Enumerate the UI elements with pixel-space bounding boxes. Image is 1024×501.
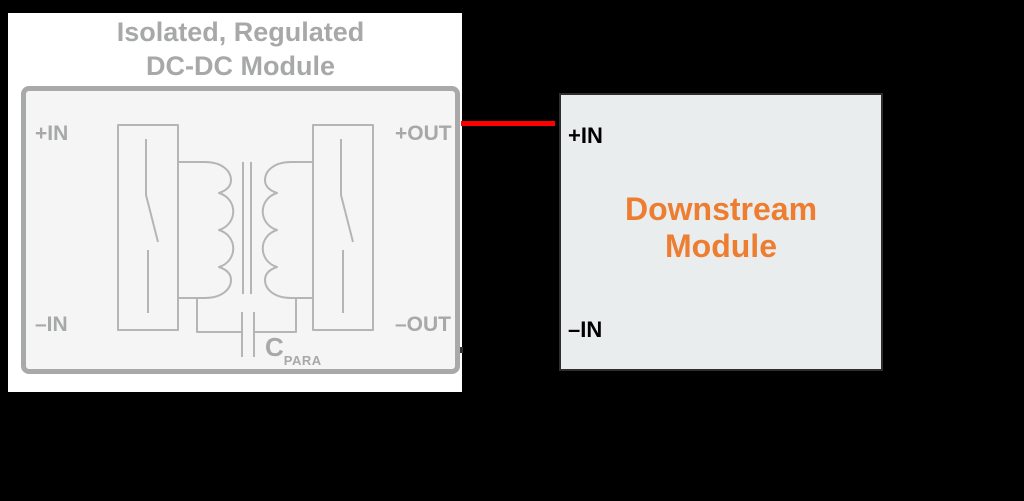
lower-wire-edge-notch [460, 347, 463, 353]
parasitic-capacitor-plates [241, 312, 255, 357]
parasitic-capacitor-leads [196, 298, 297, 333]
downstream-module-box: +IN Downstream Module –IN [559, 93, 883, 371]
dcdc-pin-label-pos-in: +IN [35, 122, 69, 145]
downstream-module-title-line1: Downstream [624, 191, 818, 227]
dcdc-pin-label-pos-out: +OUT [395, 122, 452, 145]
capacitor-label-subscript: PARA [283, 353, 322, 368]
dcdc-pin-label-neg-out: –OUT [395, 313, 452, 336]
dcdc-pin-label-neg-in: –IN [35, 313, 68, 336]
dcdc-module-title-line2: DC-DC Module [146, 51, 335, 81]
transformer-core-lines [242, 162, 252, 294]
dcdc-module-title-line1: Isolated, Regulated [116, 17, 365, 47]
downstream-module-title-line2: Module [665, 228, 777, 264]
connection-wire [461, 121, 555, 126]
transformer-primary-winding [178, 161, 235, 299]
dcdc-module-box [21, 86, 460, 374]
output-switch-symbol [340, 139, 354, 313]
parasitic-capacitor-label: CPARA [265, 332, 322, 368]
capacitor-label-main: C [265, 332, 284, 362]
downstream-module-title: Downstream Module [561, 191, 881, 265]
downstream-pin-label-pos-in: +IN [568, 123, 603, 148]
output-switch-block [312, 124, 374, 331]
input-switch-symbol [145, 139, 159, 313]
downstream-pin-label-neg-in: –IN [568, 317, 603, 342]
dcdc-module-panel: Isolated, Regulated DC-DC Module +IN –IN… [8, 13, 463, 392]
dcdc-module-title: Isolated, Regulated DC-DC Module [21, 15, 460, 83]
transformer-secondary-winding [261, 161, 313, 299]
input-switch-block [117, 124, 179, 331]
dcdc-schematic [117, 124, 374, 357]
